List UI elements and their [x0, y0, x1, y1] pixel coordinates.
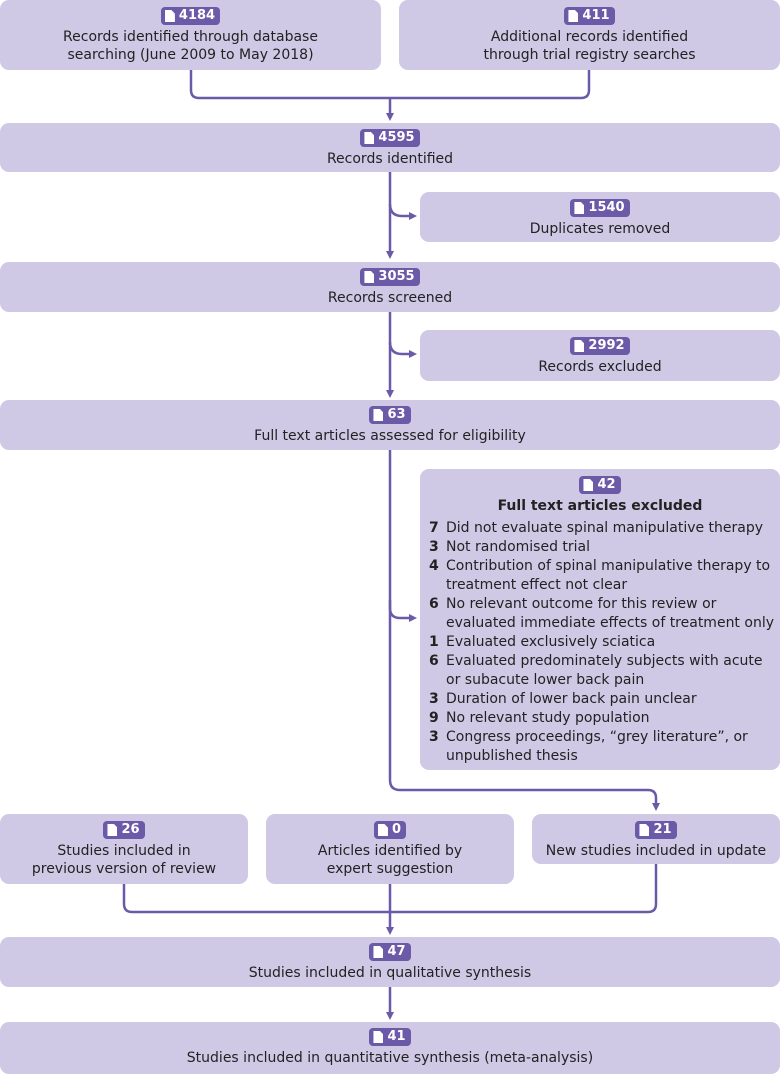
document-icon [364, 271, 375, 283]
reason-text: Congress proceedings, “grey literature”,… [446, 729, 748, 764]
box-fulltext-excluded: 42 Full text articles excluded 7 Did not … [420, 469, 780, 770]
document-icon [164, 10, 175, 22]
box-label: Records identified [326, 151, 454, 167]
document-icon [373, 1031, 384, 1043]
count-badge: 41 [369, 1028, 411, 1046]
reason-count: 3 [429, 539, 439, 555]
box-title: Full text articles excluded [497, 498, 703, 514]
document-icon [639, 824, 650, 836]
reason-text: Contribution of spinal manipulative ther… [446, 558, 771, 593]
box-expert-suggestion: 0 Articles identified by expert suggesti… [266, 814, 514, 884]
list-item: 6 No relevant outcome for this review or … [429, 595, 780, 633]
arrow-to-new-studies [388, 600, 660, 811]
connector-top-merge [189, 70, 591, 100]
box-qualitative-synthesis: 47 Studies included in qualitative synth… [0, 937, 780, 987]
reason-text: Did not evaluate spinal manipulative the… [446, 520, 764, 536]
count-badge: 4184 [160, 7, 221, 25]
count-badge: 42 [579, 476, 621, 494]
box-fulltext-assessed: 63 Full text articles assessed for eligi… [0, 400, 780, 450]
box-quantitative-synthesis: 41 Studies included in quantitative synt… [0, 1022, 780, 1074]
box-previous-review: 26 Studies included in previous version … [0, 814, 248, 884]
box-label: Duplicates removed [529, 221, 671, 237]
reason-text: No relevant study population [446, 710, 650, 726]
arrow-to-records-excluded [388, 341, 417, 358]
box-label: Records identified through database sear… [63, 29, 318, 63]
reason-text: Evaluated exclusively sciatica [446, 634, 656, 650]
box-database-search: 4184 Records identified through database… [0, 0, 381, 70]
list-item: 3 Duration of lower back pain unclear [429, 690, 780, 709]
list-item: 6 Evaluated predominately subjects with a… [429, 652, 780, 690]
box-records-identified: 4595 Records identified [0, 123, 780, 172]
count-badge: 3055 [360, 268, 420, 286]
count-badge: 1540 [570, 199, 630, 217]
reason-count: 9 [429, 710, 439, 726]
count-badge: 0 [373, 821, 407, 839]
document-icon [574, 202, 585, 214]
count-badge: 63 [369, 406, 411, 424]
document-icon [373, 946, 384, 958]
reason-text: No relevant outcome for this review or e… [446, 596, 774, 631]
document-icon [107, 824, 118, 836]
box-label: New studies included in update [545, 843, 767, 859]
list-item: 7 Did not evaluate spinal manipulative th… [429, 519, 780, 538]
box-duplicates-removed: 1540 Duplicates removed [420, 192, 780, 242]
reason-count: 3 [429, 729, 439, 745]
box-registry-search: 411 Additional records identified throug… [399, 0, 780, 70]
list-item: 1 Evaluated exclusively sciatica [429, 633, 780, 652]
document-icon [373, 409, 384, 421]
reason-text: Duration of lower back pain unclear [446, 691, 697, 707]
document-icon [568, 10, 579, 22]
reason-count: 6 [429, 653, 439, 669]
reason-count: 1 [429, 634, 439, 650]
box-label: Studies included in previous version of … [31, 843, 217, 877]
count-badge: 4595 [360, 129, 420, 147]
count-badge: 21 [635, 821, 677, 839]
count-badge: 47 [369, 943, 411, 961]
box-label: Full text articles assessed for eligibil… [254, 428, 526, 444]
box-records-excluded: 2992 Records excluded [420, 330, 780, 381]
reason-text: Not randomised trial [446, 539, 591, 555]
count-badge: 26 [103, 821, 145, 839]
arrow-to-fulltext-excluded [388, 450, 417, 622]
arrow-to-duplicates [388, 203, 417, 220]
reason-text: Evaluated predominately subjects with ac… [446, 653, 763, 688]
box-label: Studies included in quantitative synthes… [186, 1050, 594, 1066]
box-records-screened: 3055 Records screened [0, 262, 780, 312]
count-badge: 411 [564, 7, 615, 25]
box-new-studies: 21 New studies included in update [532, 814, 780, 864]
count-badge: 2992 [570, 337, 630, 355]
document-icon [574, 340, 585, 352]
reason-count: 3 [429, 691, 439, 707]
list-item: 4 Contribution of spinal manipulative the… [429, 557, 780, 595]
document-icon [364, 132, 375, 144]
reason-count: 4 [429, 558, 439, 574]
reason-count: 6 [429, 596, 439, 612]
document-icon [377, 824, 388, 836]
list-item: 9 No relevant study population [429, 709, 780, 728]
box-label: Articles identified by expert suggestion [317, 843, 463, 877]
box-label: Records screened [327, 290, 453, 306]
box-label: Studies included in qualitative synthesi… [248, 965, 532, 981]
box-label: Additional records identified through tr… [483, 29, 696, 63]
reason-count: 7 [429, 520, 439, 536]
exclusion-reasons-list: 7 Did not evaluate spinal manipulative th… [429, 519, 780, 766]
list-item: 3 Congress proceedings, “grey literature”… [429, 728, 780, 766]
document-icon [583, 479, 594, 491]
box-label: Records excluded [538, 359, 662, 375]
list-item: 3 Not randomised trial [429, 538, 780, 557]
